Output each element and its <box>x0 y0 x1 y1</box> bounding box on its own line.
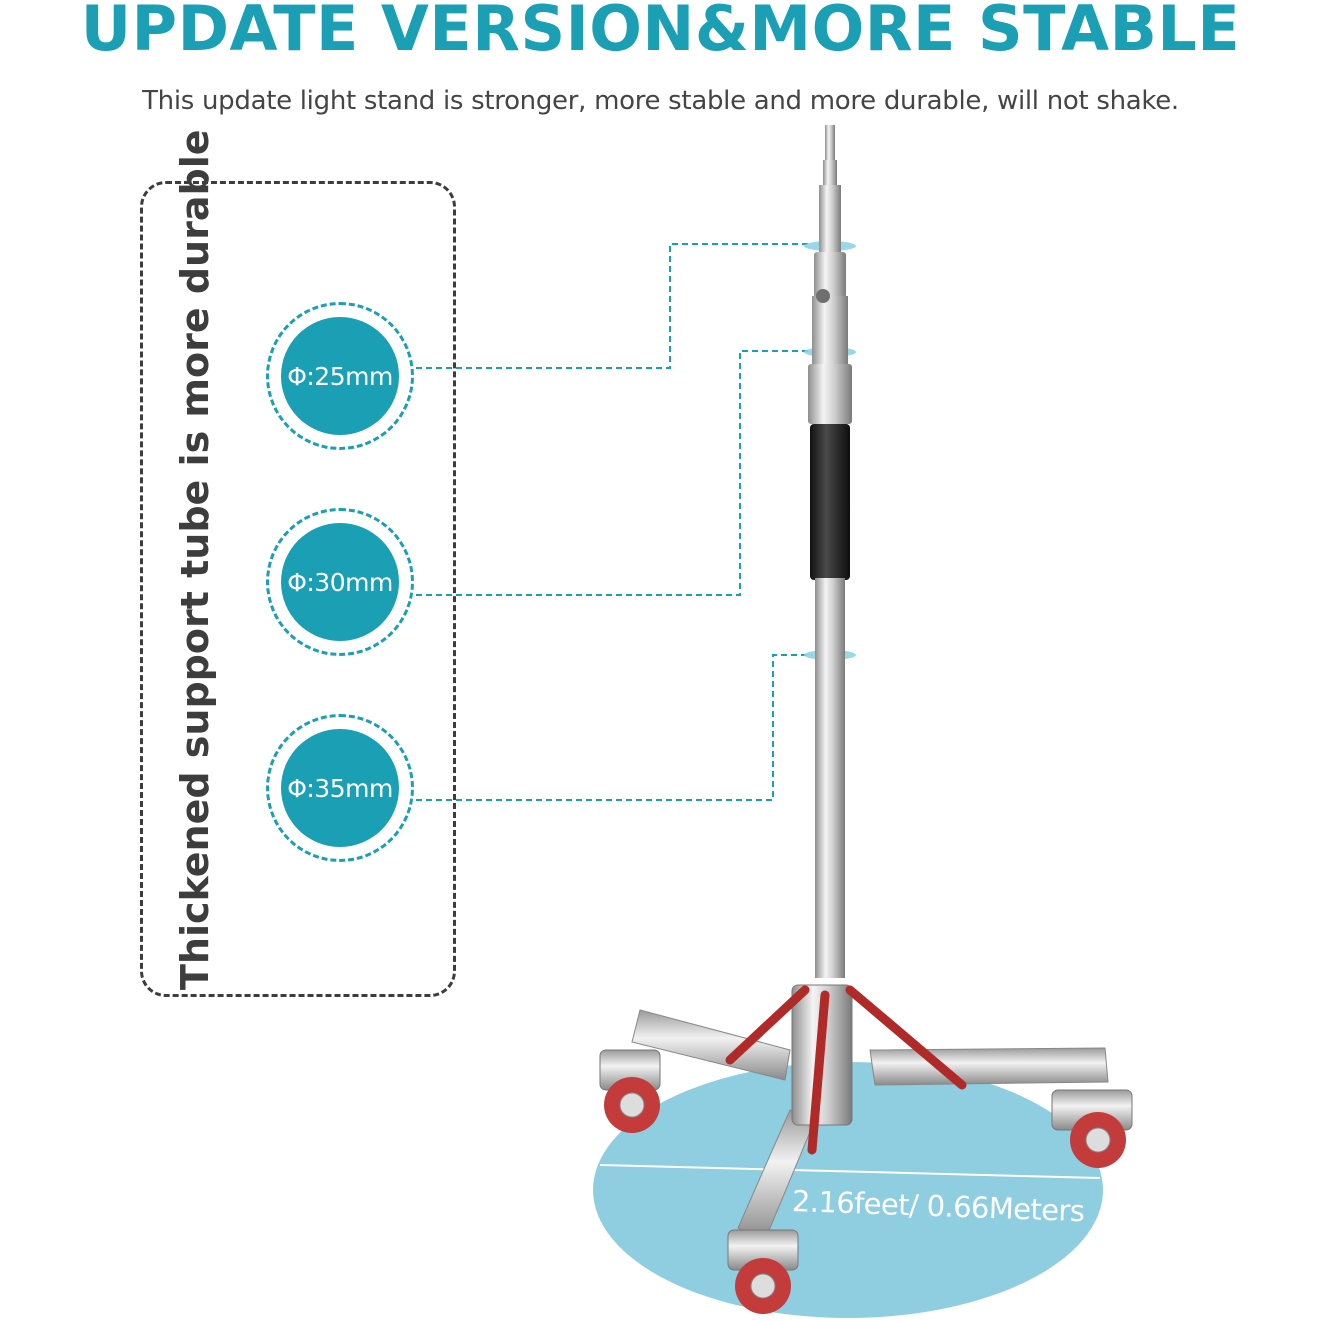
stand-column <box>808 125 852 978</box>
info-box <box>140 181 456 997</box>
red-braces <box>725 985 967 1155</box>
badge-30mm-label: Φ:30mm <box>287 567 393 597</box>
badge-25mm-label: Φ:25mm <box>287 361 393 391</box>
base-footprint-ellipse <box>593 1062 1103 1318</box>
caster-front <box>727 1229 799 1314</box>
caster-right <box>1051 1089 1133 1168</box>
badge-35mm-label: Φ:35mm <box>287 773 393 803</box>
subtitle: This update light stand is stronger, mor… <box>142 86 1179 116</box>
badge-35mm: Φ:35mm <box>266 714 414 862</box>
caster-wheels <box>599 1049 1133 1314</box>
leader-lines <box>416 243 812 801</box>
caster-left <box>599 1049 661 1133</box>
badge-30mm: Φ:30mm <box>266 508 414 656</box>
badge-25mm: Φ:25mm <box>266 302 414 450</box>
headline: UPDATE VERSION&MORE STABLE <box>80 0 1241 65</box>
